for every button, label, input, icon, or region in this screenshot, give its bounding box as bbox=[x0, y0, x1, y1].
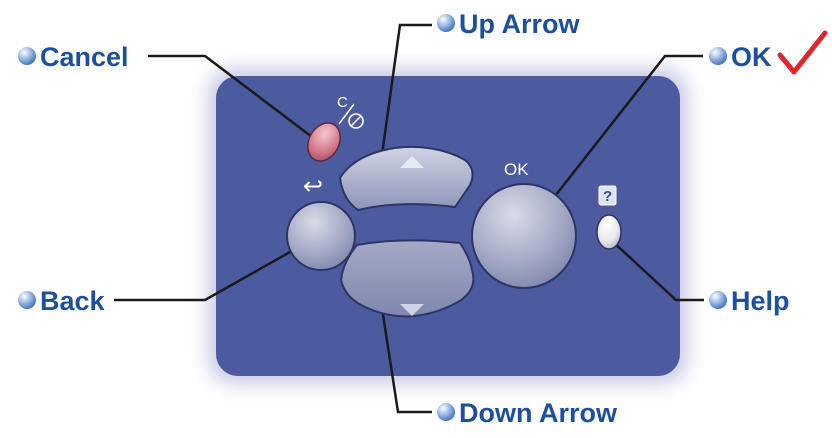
callout-label-back: Back bbox=[40, 286, 106, 316]
cancel-c-label: C bbox=[337, 94, 348, 111]
leader-line-back bbox=[114, 241, 307, 302]
callout-back: Back bbox=[18, 286, 106, 316]
leader-line-down bbox=[380, 307, 432, 414]
callout-label-cancel: Cancel bbox=[40, 42, 129, 72]
callout-label-down-arrow: Down Arrow bbox=[459, 398, 618, 428]
help-button[interactable] bbox=[596, 214, 622, 250]
return-arrow-icon: ↩ bbox=[303, 172, 323, 200]
callout-label-up-arrow: Up Arrow bbox=[459, 9, 580, 39]
callout-ok: OK bbox=[709, 30, 828, 75]
callout-label-help: Help bbox=[731, 286, 790, 316]
help-icon-badge: ? bbox=[598, 185, 617, 206]
leader-line-cancel bbox=[148, 54, 317, 141]
stop-circle-icon bbox=[348, 113, 364, 129]
leader-line-ok bbox=[547, 54, 703, 206]
leader-line-up bbox=[380, 23, 432, 156]
up-arrow-button[interactable] bbox=[338, 145, 474, 212]
leader-line-help bbox=[610, 239, 704, 302]
back-button[interactable] bbox=[286, 201, 356, 271]
help-question-mark: ? bbox=[603, 188, 612, 205]
callout-label-ok: OK bbox=[731, 42, 772, 72]
blue-sphere-bullet-icon bbox=[437, 14, 455, 32]
blue-sphere-bullet-icon bbox=[709, 291, 727, 309]
blue-sphere-bullet-icon bbox=[709, 47, 727, 65]
cancel-button[interactable] bbox=[301, 117, 346, 166]
down-arrow-button[interactable] bbox=[339, 239, 475, 318]
down-triangle-icon bbox=[400, 304, 424, 316]
cancel-slash bbox=[338, 103, 355, 125]
blue-sphere-bullet-icon bbox=[437, 403, 455, 421]
ok-button[interactable] bbox=[471, 183, 577, 289]
cancel-symbol: C bbox=[337, 94, 364, 129]
blue-sphere-bullet-icon bbox=[18, 47, 36, 65]
callout-up-arrow: Up Arrow bbox=[437, 9, 580, 39]
up-triangle-icon bbox=[400, 156, 424, 168]
blue-sphere-bullet-icon bbox=[18, 291, 36, 309]
callout-help: Help bbox=[709, 286, 790, 316]
leader-lines bbox=[114, 23, 704, 414]
callout-down-arrow: Down Arrow bbox=[437, 398, 618, 428]
callout-cancel: Cancel bbox=[18, 42, 129, 72]
ok-panel-label: OK bbox=[504, 160, 529, 179]
checkmark-icon bbox=[777, 30, 828, 75]
